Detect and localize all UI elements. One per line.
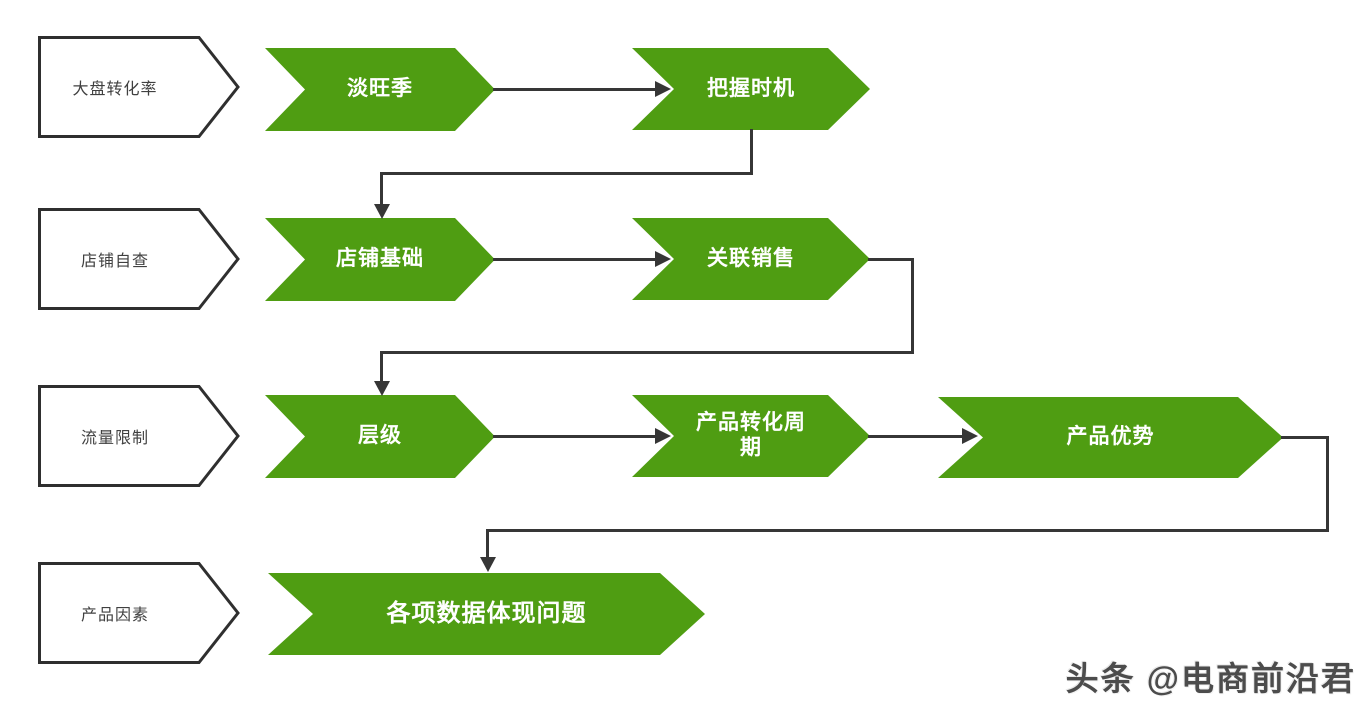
connector-segment bbox=[380, 351, 383, 383]
connector-segment bbox=[868, 258, 914, 261]
step-label: 淡旺季 bbox=[347, 77, 413, 101]
pentagon-shape bbox=[38, 385, 240, 487]
category-label: 流量限制 bbox=[80, 430, 149, 447]
chevron-shape bbox=[268, 573, 705, 655]
connector-segment bbox=[911, 258, 914, 354]
connector-segment bbox=[1326, 436, 1329, 532]
connector-segment bbox=[486, 529, 1329, 532]
step-label: 层级 bbox=[358, 424, 402, 448]
connector-segment bbox=[750, 129, 753, 175]
chevron-shape bbox=[632, 395, 870, 477]
connector-segment bbox=[380, 172, 383, 206]
step-node-guanlianxiaoshou: 关联销售 bbox=[632, 218, 870, 300]
step-node-dianpujichu: 店铺基础 bbox=[265, 218, 495, 301]
connector-segment bbox=[380, 351, 914, 354]
connector-segment bbox=[493, 435, 657, 438]
step-node-zhuanhuazhouqi: 产品转化周期 bbox=[632, 395, 870, 477]
chevron-shape bbox=[632, 218, 870, 300]
step-label: 关联销售 bbox=[707, 246, 795, 270]
step-node-cengji: 层级 bbox=[265, 395, 495, 478]
category-node-chanpinyinsu: 产品因素 bbox=[38, 562, 240, 664]
pentagon-shape bbox=[38, 36, 240, 138]
step-label: 把握时机 bbox=[707, 76, 795, 100]
chevron-shape bbox=[938, 397, 1283, 478]
category-node-dapan: 大盘转化率 bbox=[38, 36, 240, 138]
step-node-bawoshiji: 把握时机 bbox=[632, 48, 870, 130]
step-label: 店铺基础 bbox=[336, 247, 424, 271]
category-label: 产品因素 bbox=[80, 607, 149, 624]
connector-segment bbox=[1281, 436, 1329, 439]
step-node-chanpinyoushi: 产品优势 bbox=[938, 397, 1283, 478]
connector-segment bbox=[493, 88, 657, 91]
arrowhead-down-icon bbox=[480, 557, 496, 572]
arrowhead-right-icon bbox=[962, 428, 978, 444]
step-node-shujutixianwenti: 各项数据体现问题 bbox=[268, 573, 705, 655]
pentagon-shape bbox=[38, 208, 240, 310]
step-node-danwangji: 淡旺季 bbox=[265, 48, 495, 131]
step-label: 各项数据体现问题 bbox=[386, 599, 587, 627]
chevron-shape bbox=[265, 218, 495, 301]
category-node-liuliangxianzhi: 流量限制 bbox=[38, 385, 240, 487]
arrowhead-right-icon bbox=[655, 251, 671, 267]
category-label: 大盘转化率 bbox=[72, 81, 158, 98]
pentagon-shape bbox=[38, 562, 240, 664]
chevron-shape bbox=[265, 395, 495, 478]
connector-segment bbox=[380, 172, 752, 175]
category-node-dianpuzicha: 店铺自查 bbox=[38, 208, 240, 310]
connector-segment bbox=[493, 258, 657, 261]
connector-segment bbox=[486, 529, 489, 559]
arrowhead-right-icon bbox=[655, 81, 671, 97]
connector-segment bbox=[868, 435, 964, 438]
arrowhead-down-icon bbox=[374, 204, 390, 219]
watermark-text: 头条 @电商前沿君 bbox=[1065, 660, 1356, 697]
arrowhead-right-icon bbox=[655, 428, 671, 444]
step-label: 产品优势 bbox=[1066, 425, 1155, 449]
chevron-shape bbox=[265, 48, 495, 131]
step-label: 产品转化周期 bbox=[696, 411, 806, 459]
category-label: 店铺自查 bbox=[80, 253, 149, 270]
arrowhead-down-icon bbox=[374, 381, 390, 396]
chevron-shape bbox=[632, 48, 870, 130]
